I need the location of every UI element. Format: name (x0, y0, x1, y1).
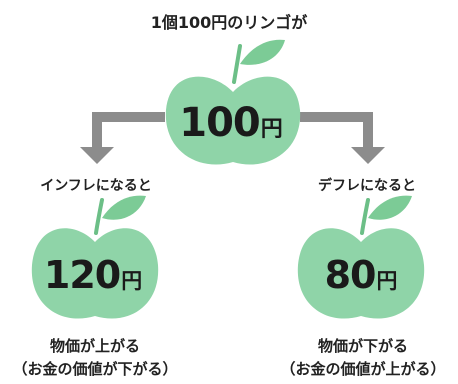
arrow-right (300, 112, 385, 164)
price-center-unit: 円 (260, 117, 283, 142)
price-deflation: 80円 (325, 253, 398, 297)
price-center-amount: 100 (179, 100, 260, 146)
deflation-result: 物価が下がる (317, 337, 409, 355)
price-inflation-unit: 円 (121, 269, 143, 293)
price-inflation-amount: 120 (43, 253, 121, 297)
inflation-result: 物価が上がる (49, 337, 141, 355)
apple-deflation (297, 195, 425, 319)
diagram-title: 1個100円のリンゴが (150, 13, 308, 32)
price-center: 100円 (179, 100, 283, 146)
price-deflation-amount: 80 (324, 253, 377, 297)
apple-inflation (31, 195, 159, 319)
inflation-result-note: （お金の価値が下がる） (12, 360, 178, 378)
deflation-label: デフレになると (318, 178, 416, 194)
apple-center (165, 39, 301, 165)
price-deflation-unit: 円 (376, 269, 398, 293)
inflation-label: インフレになると (40, 178, 152, 194)
price-inflation: 120円 (44, 253, 142, 297)
deflation-result-note: （お金の価値が上がる） (280, 360, 446, 378)
arrow-left (80, 112, 165, 164)
